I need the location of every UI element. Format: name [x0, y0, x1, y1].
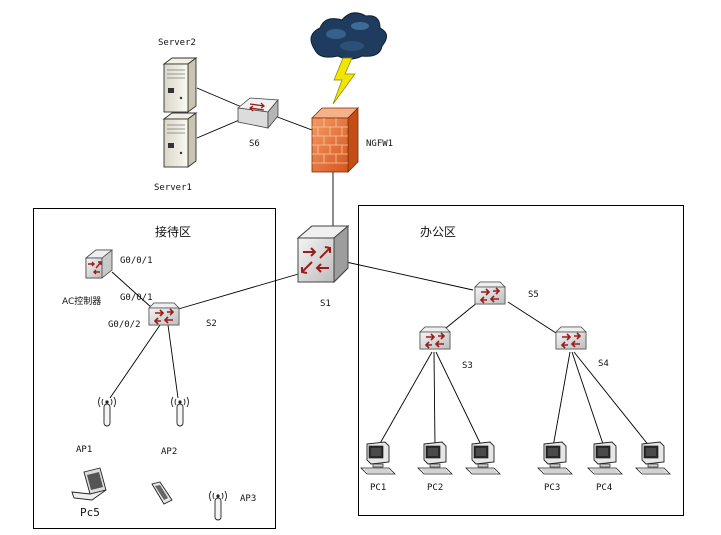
ap2-label: AP2: [161, 447, 177, 457]
pc3-label: PC3: [544, 483, 560, 493]
server2-icon: [163, 57, 197, 113]
ap1-icon: [98, 396, 116, 427]
ap2-icon: [171, 396, 189, 427]
ac-controller-icon: [84, 249, 114, 279]
ac-controller-label: AC控制器: [62, 295, 101, 307]
s2-port1-label: G0/0/1: [120, 293, 153, 303]
server2-label: Server2: [158, 38, 196, 48]
pc2-label: PC2: [427, 483, 443, 493]
pc3-icon: [537, 441, 573, 475]
reception-zone-box: [33, 208, 276, 529]
firewall-icon: [311, 107, 359, 173]
switch-s6-icon: [237, 97, 279, 130]
ap3-label: AP3: [240, 494, 256, 504]
phone-icon: [151, 481, 173, 505]
lightning-icon: [332, 57, 356, 105]
ap3-icon: [209, 490, 227, 521]
connection-lines: [109, 87, 651, 448]
pc1-label: PC1: [370, 483, 386, 493]
pc-icon: [635, 441, 671, 475]
switch-s3-icon: [419, 326, 451, 350]
s3-label: S3: [462, 361, 473, 371]
s6-label: S6: [249, 139, 260, 149]
pc4-icon: [587, 441, 623, 475]
pc5-label: Pc5: [80, 506, 100, 519]
pc-icon: [465, 441, 501, 475]
ap1-label: AP1: [76, 445, 92, 455]
server1-icon: [163, 112, 197, 168]
ac-port-label: G0/0/1: [120, 256, 153, 266]
s5-label: S5: [528, 290, 539, 300]
switch-s4-icon: [555, 326, 587, 350]
ngfw1-label: NGFW1: [366, 139, 393, 149]
pc1-icon: [360, 441, 396, 475]
pc2-icon: [417, 441, 453, 475]
s2-label: S2: [206, 319, 217, 329]
s2-port2-label: G0/0/2: [108, 320, 141, 330]
reception-zone-label: 接待区: [155, 224, 191, 239]
s1-label: S1: [320, 299, 331, 309]
s4-label: S4: [598, 359, 609, 369]
pc4-label: PC4: [596, 483, 612, 493]
cloud-icon: [310, 12, 387, 60]
switch-s1-icon: [296, 224, 350, 284]
office-zone-box: [358, 205, 684, 516]
switch-s5-icon: [474, 281, 506, 305]
office-zone-label: 办公区: [420, 224, 456, 239]
server1-label: Server1: [154, 183, 192, 193]
switch-s2-icon: [148, 302, 180, 326]
laptop-icon: [71, 467, 107, 501]
